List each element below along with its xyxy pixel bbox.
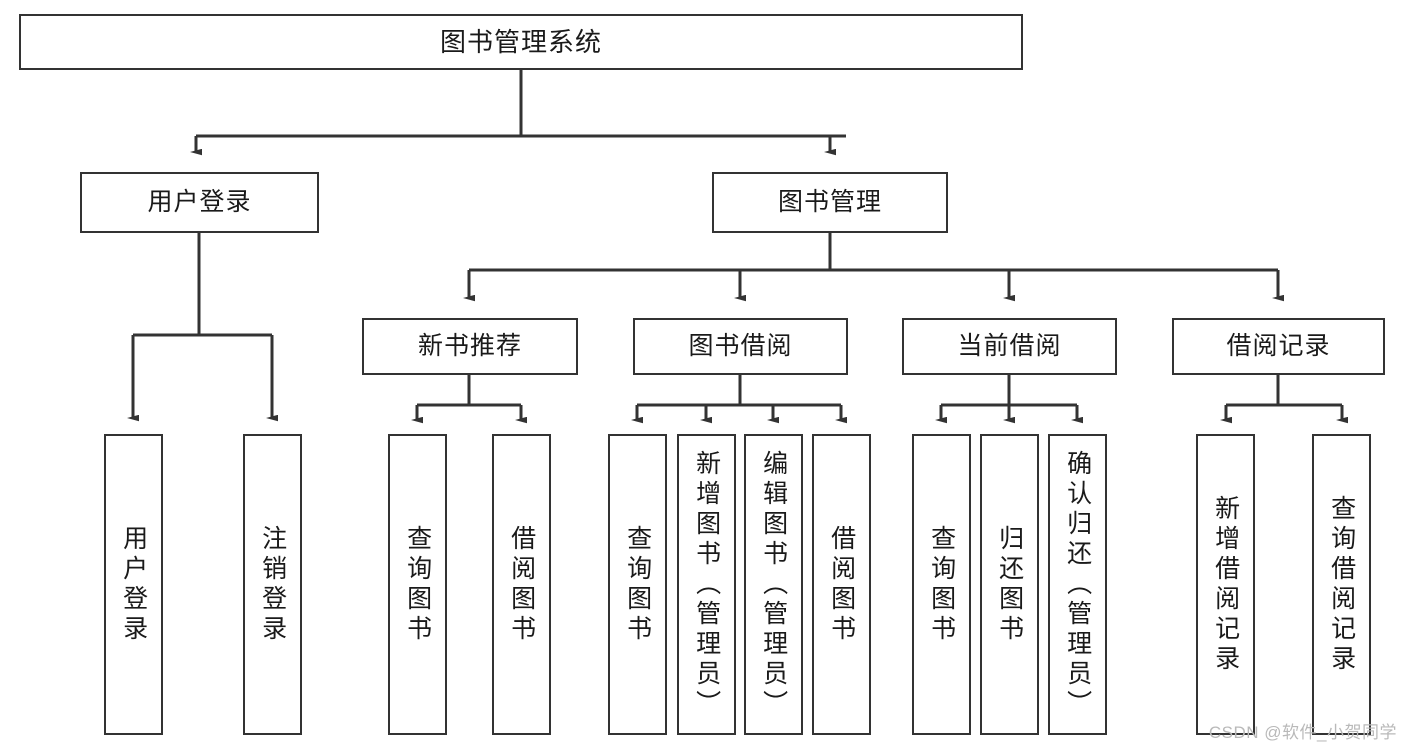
leaf-record-query[interactable]: 查询借阅记录 <box>1312 434 1371 735</box>
node-book-manage[interactable]: 图书管理 <box>712 172 948 233</box>
leaf-current-confirm-return-admin[interactable]: 确认归还（管理员） <box>1048 434 1107 735</box>
leaf-record-add-label: 新增借阅记录 <box>1211 494 1240 675</box>
node-user-login-label: 用户登录 <box>147 187 252 216</box>
leaf-current-query-book[interactable]: 查询图书 <box>912 434 971 735</box>
node-new-book-recommend[interactable]: 新书推荐 <box>362 318 578 375</box>
leaf-borrow-lend-book-label: 借阅图书 <box>827 524 856 645</box>
leaf-current-confirm-return-admin-label: 确认归还（管理员） <box>1063 449 1092 720</box>
node-book-manage-label: 图书管理 <box>777 187 882 216</box>
node-borrow-record[interactable]: 借阅记录 <box>1172 318 1385 375</box>
leaf-current-return-book[interactable]: 归还图书 <box>980 434 1039 735</box>
leaf-borrow-lend-book[interactable]: 借阅图书 <box>812 434 871 735</box>
node-root[interactable]: 图书管理系统 <box>19 14 1023 70</box>
leaf-recommend-query-book[interactable]: 查询图书 <box>388 434 447 735</box>
node-borrow-record-label: 借阅记录 <box>1226 331 1331 360</box>
node-current-borrow[interactable]: 当前借阅 <box>902 318 1117 375</box>
node-user-login[interactable]: 用户登录 <box>80 172 319 233</box>
leaf-borrow-edit-book-admin[interactable]: 编辑图书（管理员） <box>744 434 803 735</box>
leaf-current-query-book-label: 查询图书 <box>927 524 956 645</box>
leaf-user-logout[interactable]: 注销登录 <box>243 434 302 735</box>
leaf-current-return-book-label: 归还图书 <box>995 524 1024 645</box>
node-book-borrow-label: 图书借阅 <box>688 331 793 360</box>
node-book-borrow[interactable]: 图书借阅 <box>633 318 848 375</box>
node-current-borrow-label: 当前借阅 <box>957 331 1062 360</box>
leaf-record-query-label: 查询借阅记录 <box>1327 494 1356 675</box>
csdn-watermark: CSDN @软件_小贺同学 <box>1208 723 1397 742</box>
leaf-user-login-label: 用户登录 <box>119 524 148 645</box>
leaf-user-login[interactable]: 用户登录 <box>104 434 163 735</box>
leaf-record-add[interactable]: 新增借阅记录 <box>1196 434 1255 735</box>
leaf-borrow-edit-book-admin-label: 编辑图书（管理员） <box>759 449 788 720</box>
node-root-label: 图书管理系统 <box>439 26 602 57</box>
leaf-recommend-borrow-book[interactable]: 借阅图书 <box>492 434 551 735</box>
leaf-borrow-query-book-label: 查询图书 <box>623 524 652 645</box>
leaf-borrow-query-book[interactable]: 查询图书 <box>608 434 667 735</box>
leaf-borrow-add-book-admin[interactable]: 新增图书（管理员） <box>677 434 736 735</box>
node-new-book-recommend-label: 新书推荐 <box>417 331 522 360</box>
leaf-recommend-query-book-label: 查询图书 <box>403 524 432 645</box>
leaf-user-logout-label: 注销登录 <box>258 524 287 645</box>
leaf-borrow-add-book-admin-label: 新增图书（管理员） <box>692 449 721 720</box>
leaf-recommend-borrow-book-label: 借阅图书 <box>507 524 536 645</box>
